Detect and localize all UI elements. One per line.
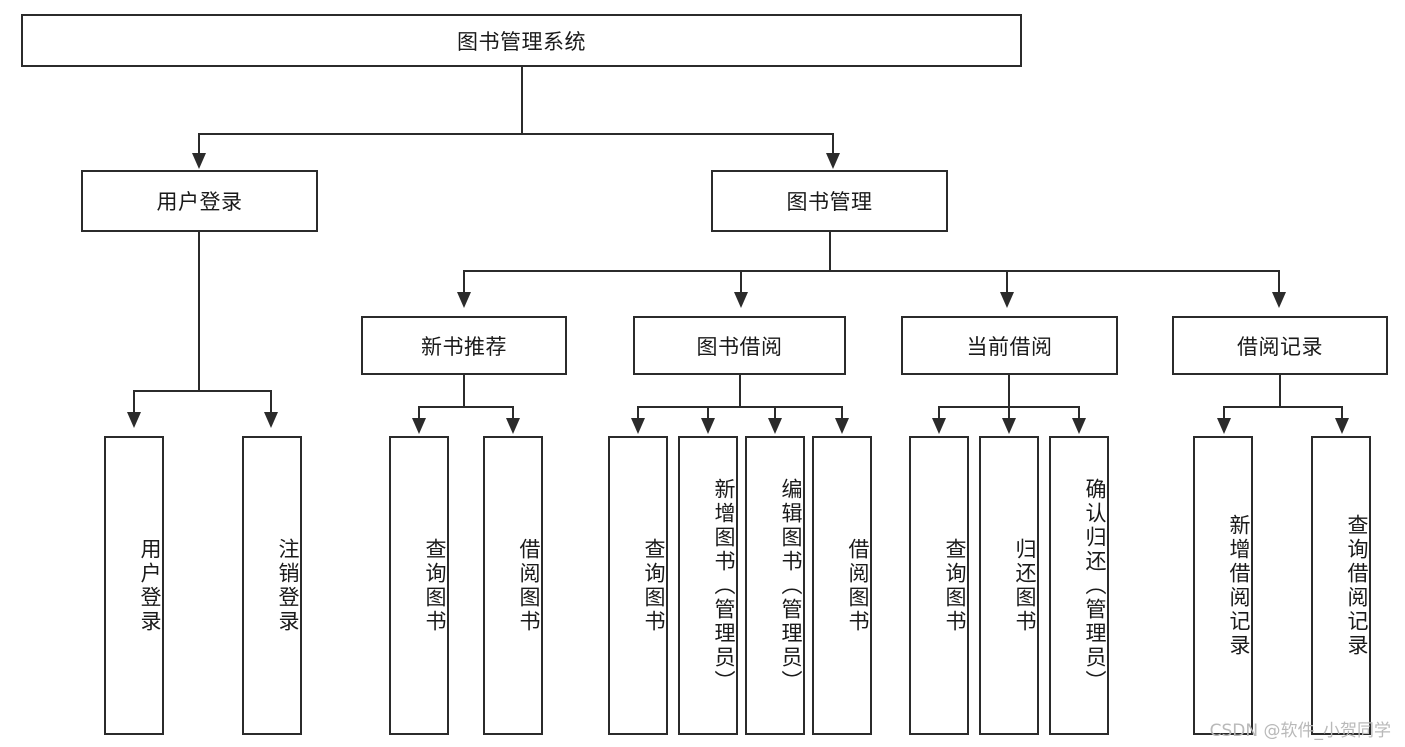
connector-new-book-stem — [463, 375, 465, 408]
connector-bb-to-leaf-4 — [841, 406, 843, 420]
connector-bm-to-borrow-record — [1278, 270, 1280, 296]
leaf-borrow-book[interactable]: 借阅图书 — [812, 436, 872, 735]
node-label: 查询借阅记录 — [1345, 513, 1369, 658]
arrow-br-to-leaf-1 — [1217, 418, 1231, 434]
arrow-root-to-book-management — [826, 153, 840, 169]
node-label: 当前借阅 — [966, 334, 1053, 359]
node-label: 确认归还（管理员） — [1083, 477, 1107, 694]
arrow-bm-to-current-borrow — [1000, 292, 1014, 308]
csdn-watermark: CSDN @软件_小贺同学 — [1209, 721, 1391, 741]
connector-nb-to-leaf-2 — [512, 406, 514, 420]
arrow-bb-to-leaf-3 — [768, 418, 782, 434]
connector-br-to-leaf-1 — [1223, 406, 1225, 420]
connector-root-to-user-login — [198, 133, 200, 159]
connector-bm-to-current-borrow — [1006, 270, 1008, 296]
connector-borrow-record-bus — [1223, 406, 1343, 408]
connector-user-login-to-leaf-1 — [133, 390, 135, 416]
connector-cb-to-leaf-1 — [938, 406, 940, 420]
node-label: 查询图书 — [423, 537, 447, 634]
node-label: 新增借阅记录 — [1227, 513, 1251, 658]
connector-bm-to-book-borrow — [740, 270, 742, 296]
arrow-bb-to-leaf-1 — [631, 418, 645, 434]
connector-br-to-leaf-2 — [1341, 406, 1343, 420]
arrow-bb-to-leaf-4 — [835, 418, 849, 434]
node-label: 借阅图书 — [517, 537, 541, 634]
leaf-borrow-book-recommend[interactable]: 借阅图书 — [483, 436, 543, 735]
node-label: 图书借阅 — [696, 334, 783, 359]
node-label: 归还图书 — [1013, 537, 1037, 634]
connector-bb-to-leaf-1 — [637, 406, 639, 420]
node-current-borrow[interactable]: 当前借阅 — [901, 316, 1118, 375]
leaf-return-book[interactable]: 归还图书 — [979, 436, 1039, 735]
connector-user-login-to-leaf-2 — [270, 390, 272, 416]
leaf-logout[interactable]: 注销登录 — [242, 436, 302, 735]
connector-nb-to-leaf-1 — [418, 406, 420, 420]
leaf-add-book-admin[interactable]: 新增图书（管理员） — [678, 436, 738, 735]
arrow-bm-to-borrow-record — [1272, 292, 1286, 308]
node-user-login[interactable]: 用户登录 — [81, 170, 318, 232]
node-label: 图书管理 — [786, 190, 873, 214]
leaf-query-borrow-record[interactable]: 查询借阅记录 — [1311, 436, 1371, 735]
connector-root-to-book-management — [832, 133, 834, 159]
leaf-query-book-recommend[interactable]: 查询图书 — [389, 436, 449, 735]
arrow-nb-to-leaf-2 — [506, 418, 520, 434]
node-label: 用户登录 — [156, 190, 243, 214]
leaf-edit-book-admin[interactable]: 编辑图书（管理员） — [745, 436, 805, 735]
node-label: 借阅记录 — [1237, 334, 1323, 359]
leaf-user-login[interactable]: 用户登录 — [104, 436, 164, 735]
connector-cb-to-leaf-3 — [1078, 406, 1080, 420]
connector-book-management-stem — [829, 232, 831, 272]
connector-user-login-stem — [198, 232, 200, 392]
node-borrow-record[interactable]: 借阅记录 — [1172, 316, 1388, 375]
node-label: 新书推荐 — [421, 334, 507, 359]
node-label: 借阅图书 — [846, 537, 870, 634]
node-label: 注销登录 — [276, 537, 300, 634]
node-book-borrow[interactable]: 图书借阅 — [633, 316, 846, 375]
node-label: 用户登录 — [138, 537, 162, 634]
arrow-bm-to-book-borrow — [734, 292, 748, 308]
connector-book-management-bus — [463, 270, 1280, 272]
node-label: 新增图书（管理员） — [712, 477, 736, 694]
connector-new-book-bus — [418, 406, 514, 408]
arrow-br-to-leaf-2 — [1335, 418, 1349, 434]
leaf-query-book-current[interactable]: 查询图书 — [909, 436, 969, 735]
node-label: 查询图书 — [943, 537, 967, 634]
leaf-add-borrow-record[interactable]: 新增借阅记录 — [1193, 436, 1253, 735]
arrow-nb-to-leaf-1 — [412, 418, 426, 434]
arrow-user-login-to-leaf-1 — [127, 412, 141, 428]
connector-book-borrow-bus — [637, 406, 842, 408]
connector-root-bus — [198, 133, 834, 135]
connector-bb-to-leaf-3 — [774, 406, 776, 420]
node-root-book-management-system[interactable]: 图书管理系统 — [21, 14, 1022, 67]
connector-user-login-bus — [133, 390, 271, 392]
node-label: 图书管理系统 — [457, 29, 586, 54]
arrow-cb-to-leaf-2 — [1002, 418, 1016, 434]
connector-root-stem — [521, 67, 523, 134]
arrow-bm-to-new-book — [457, 292, 471, 308]
node-book-management[interactable]: 图书管理 — [711, 170, 948, 232]
connector-borrow-record-stem — [1279, 375, 1281, 408]
node-new-book-recommend[interactable]: 新书推荐 — [361, 316, 567, 375]
node-label: 编辑图书（管理员） — [779, 477, 803, 694]
arrow-user-login-to-leaf-2 — [264, 412, 278, 428]
connector-bb-to-leaf-2 — [707, 406, 709, 420]
arrow-root-to-user-login — [192, 153, 206, 169]
arrow-bb-to-leaf-2 — [701, 418, 715, 434]
leaf-query-book-borrow[interactable]: 查询图书 — [608, 436, 668, 735]
arrow-cb-to-leaf-3 — [1072, 418, 1086, 434]
connector-current-borrow-stem — [1008, 375, 1010, 408]
node-label: 查询图书 — [642, 537, 666, 634]
arrow-cb-to-leaf-1 — [932, 418, 946, 434]
connector-cb-to-leaf-2 — [1008, 406, 1010, 420]
leaf-confirm-return-admin[interactable]: 确认归还（管理员） — [1049, 436, 1109, 735]
connector-bm-to-new-book — [463, 270, 465, 296]
connector-book-borrow-stem — [739, 375, 741, 408]
